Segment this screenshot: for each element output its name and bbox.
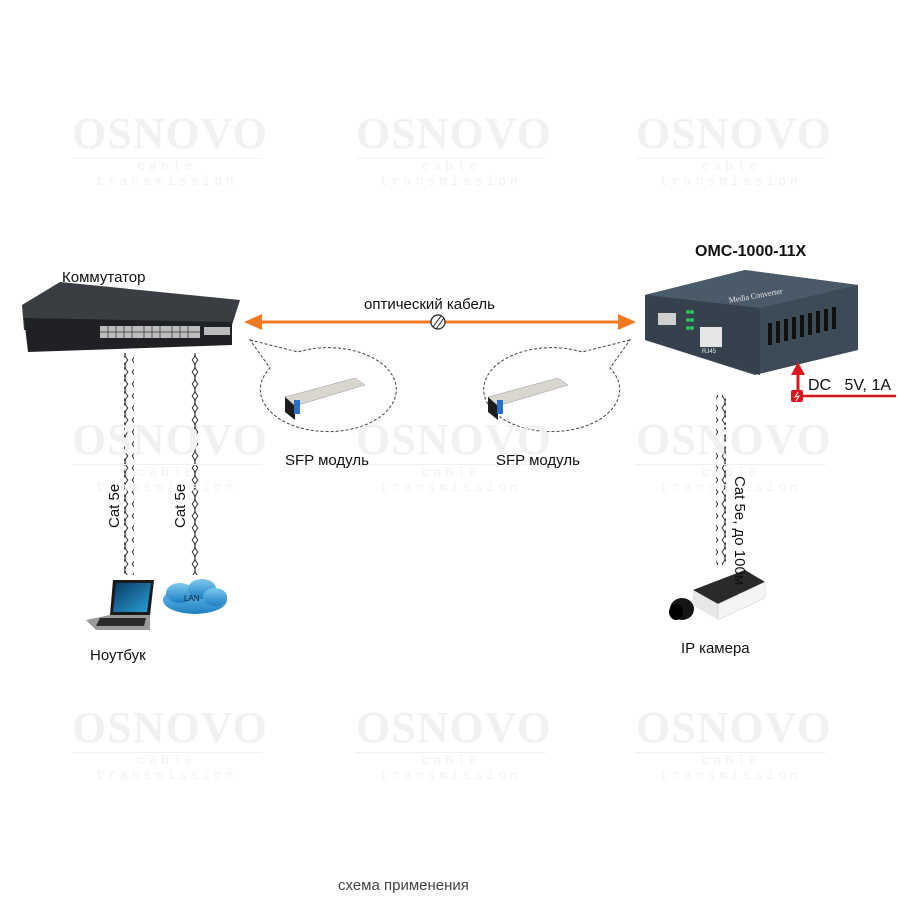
power-label: DC 5V, 1A xyxy=(808,377,891,395)
sfp-port xyxy=(658,313,676,325)
power-input xyxy=(791,362,896,402)
arrow-right-icon xyxy=(618,314,636,330)
sfp-module-right xyxy=(487,377,569,420)
lan-label: LAN xyxy=(184,594,200,603)
fiber-label: оптический кабель xyxy=(364,296,495,313)
switch-device xyxy=(22,282,240,352)
converter-label: OMC-1000-11X xyxy=(695,243,807,260)
lan-cloud-icon xyxy=(163,579,227,614)
sfp-right-label: SFP модуль xyxy=(496,452,580,469)
fiber-cable xyxy=(244,314,636,330)
cable-camera xyxy=(716,395,726,565)
rj45-port xyxy=(700,327,722,347)
cable-laptop-label: Cat 5e xyxy=(106,483,123,528)
switch-label: Коммутатор xyxy=(62,269,146,286)
media-converter-device xyxy=(645,270,858,375)
ip-camera-icon xyxy=(669,570,766,621)
sfp-module-left xyxy=(284,377,366,420)
power-value: 5V, 1A xyxy=(844,377,892,394)
camera-label: IP камера xyxy=(681,640,750,657)
laptop-label: Ноутбук xyxy=(90,647,146,664)
cable-camera-label: Cat 5e, до 100м xyxy=(731,476,748,586)
arrow-left-icon xyxy=(244,314,262,330)
sfp-left-label: SFP модуль xyxy=(285,452,369,469)
laptop-icon xyxy=(86,580,154,630)
converter-port-label: RJ45 xyxy=(702,349,717,355)
power-arrow-icon xyxy=(791,362,805,375)
cable-lan-label: Cat 5e xyxy=(172,483,189,528)
power-type: DC xyxy=(808,377,832,394)
caption: схема применения xyxy=(338,877,469,894)
